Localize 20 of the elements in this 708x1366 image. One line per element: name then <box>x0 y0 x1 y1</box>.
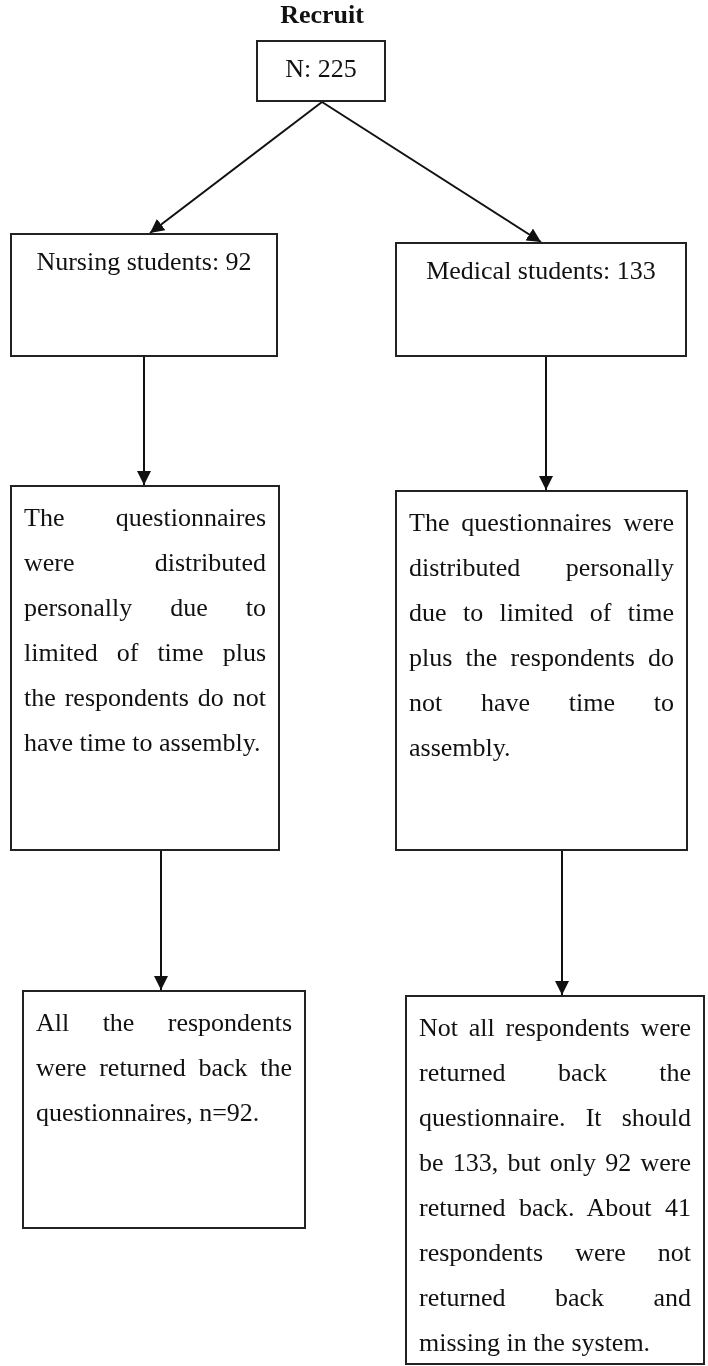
arrow <box>154 850 168 991</box>
process-box <box>395 490 688 851</box>
arrow <box>539 356 553 491</box>
box-text: N: 225 <box>284 53 358 85</box>
box-text: Nursing students: 92 <box>35 246 253 278</box>
box-text: Medical students: 133 <box>425 255 657 287</box>
arrow <box>149 101 323 234</box>
arrow <box>137 356 151 486</box>
process-box <box>395 242 687 357</box>
process-box <box>10 233 278 357</box>
arrow <box>555 850 569 996</box>
box-text: The questionnaires were distributed personally due to limited of time plus the respondents do not have time to assembly. <box>409 507 674 764</box>
title: Recruit <box>279 0 365 30</box>
process-box <box>10 485 280 851</box>
process-box <box>256 40 386 102</box>
process-box <box>22 990 306 1229</box>
box-text: The questionnaires were distributed personally due to limited of time plus the respondents do not have time to assembly. <box>24 502 266 759</box>
box-text: Not all respondents were returned back the questionnaire. It should be 133, but only 92 were returned back. About 41 respondents were not returned back and missing in the system. <box>419 1012 691 1359</box>
box-text: All the respondents were returned back the questionnaires, n=92. <box>36 1007 292 1129</box>
arrow <box>321 101 542 243</box>
